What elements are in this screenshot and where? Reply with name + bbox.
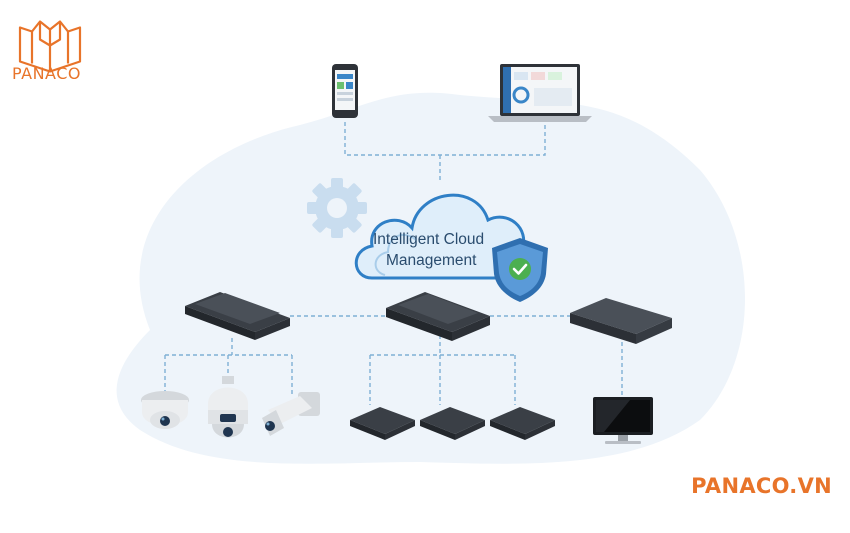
- nvr-recorder-icon: [570, 298, 672, 344]
- cloud-label-line2: Management: [386, 252, 477, 269]
- cloud-label-line1: Intelligent Cloud: [373, 231, 484, 248]
- small-switch-icon: [490, 407, 555, 440]
- network-switch-icon: [386, 292, 490, 341]
- small-switch-icon: [350, 407, 415, 440]
- open-book-icon: [18, 20, 82, 73]
- shield-check-icon: [492, 238, 548, 302]
- dome-camera-icon: [141, 391, 189, 429]
- bullet-camera-icon: [262, 392, 320, 436]
- small-switch-icon: [420, 407, 485, 440]
- laptop-icon: [488, 64, 592, 122]
- ptz-camera-icon: [208, 376, 248, 438]
- gear-icon: [307, 178, 367, 238]
- logo-text: PANACO: [12, 64, 81, 83]
- monitor-icon: [593, 397, 653, 444]
- website-label: PANACO.VN: [691, 474, 832, 498]
- network-switch-icon: [185, 292, 290, 340]
- smartphone-icon: [332, 64, 358, 118]
- connector-lines: [164, 122, 623, 405]
